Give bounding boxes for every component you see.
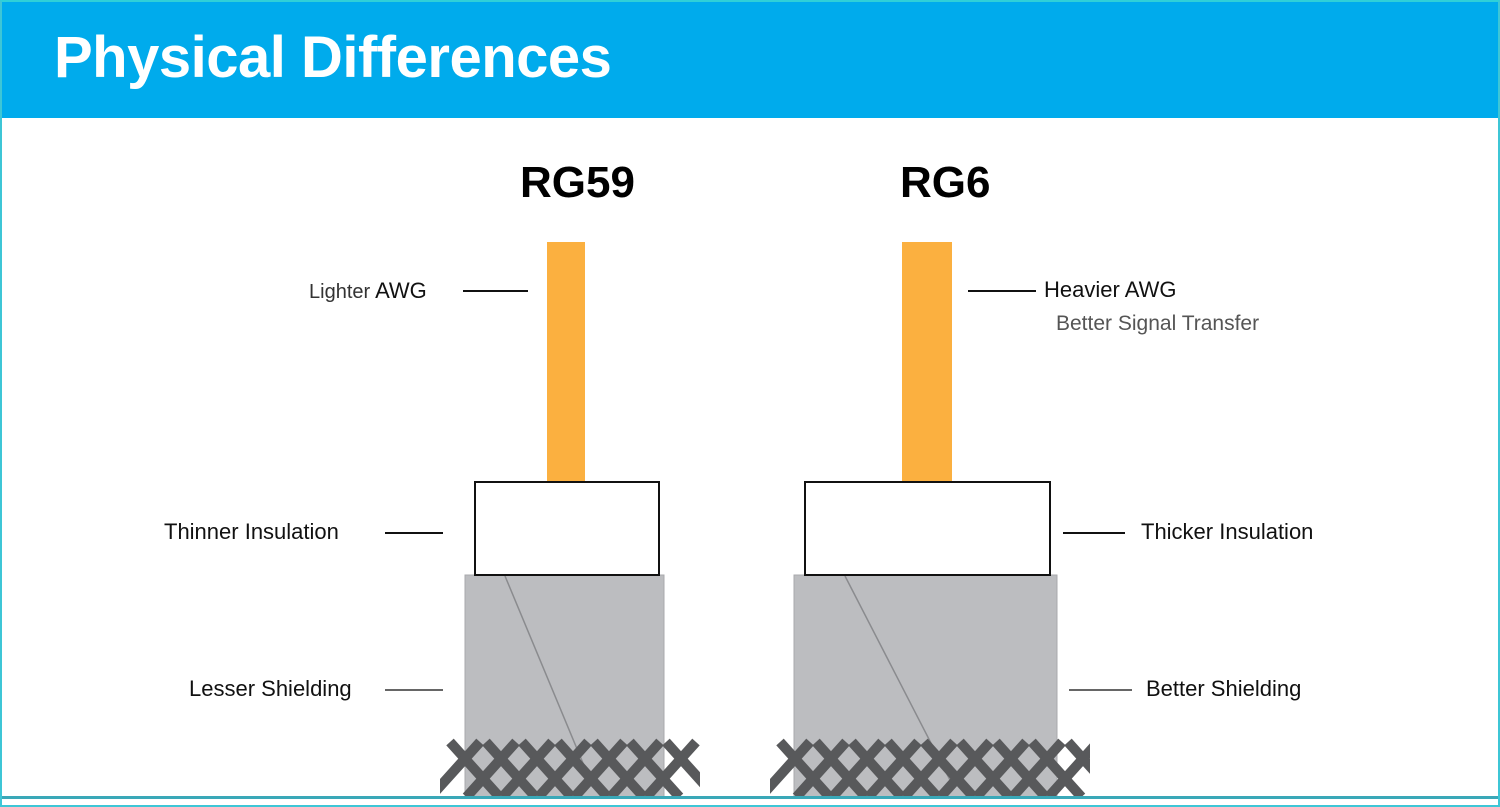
rg59-awg-prefix: Lighter <box>309 281 371 303</box>
braid-strand <box>642 738 700 797</box>
braid-strand <box>900 738 958 797</box>
rg6-awg-label: Heavier AWG <box>1044 277 1177 302</box>
braid-strand <box>498 738 556 797</box>
braid-strand <box>462 738 520 797</box>
braid-strand <box>606 738 664 797</box>
rg6-awg-leader <box>968 290 1036 292</box>
braid-strand <box>534 738 592 797</box>
rg59-awg-text: AWG <box>375 278 427 303</box>
rg59-shielding-leader <box>385 689 443 691</box>
rg6-shielding-label: Better Shielding <box>1146 676 1302 701</box>
rg6-braid <box>770 738 1090 797</box>
braid-strand <box>884 738 942 797</box>
rg6-insulation-leader <box>1063 532 1125 534</box>
braid-strand <box>848 738 906 797</box>
rg59-cable <box>440 242 700 798</box>
page-title: Physical Differences <box>54 25 612 90</box>
braid-strand <box>770 738 814 794</box>
braid-strand <box>792 738 850 797</box>
rg59-conductor <box>547 242 585 483</box>
braid-strand <box>1064 738 1090 774</box>
rg59-insulation <box>474 481 660 576</box>
rg6-awg-note: Better Signal Transfer <box>1056 312 1260 335</box>
braid-strand <box>1008 738 1066 797</box>
braid-strand <box>446 738 504 797</box>
braid-strand <box>1044 743 1090 797</box>
rg59-insulation-leader <box>385 532 443 534</box>
braid-strand <box>518 738 576 797</box>
braid-strand <box>776 738 834 797</box>
rg59-awg-label: Lighter AWG <box>309 278 427 304</box>
braid-strand <box>864 738 922 797</box>
rg59-shielding-label: Lesser Shielding <box>189 676 352 701</box>
braid-strand <box>482 738 540 797</box>
braid-strand <box>626 738 684 797</box>
braid-strand <box>936 738 994 797</box>
rg6-insulation-label: Thicker Insulation <box>1141 519 1314 544</box>
header-banner: Physical Differences <box>0 0 1500 118</box>
braid-strand <box>554 738 612 797</box>
braid-strand <box>992 738 1050 797</box>
rg6-title: RG6 <box>900 158 991 207</box>
rg6-insulation <box>804 481 1051 576</box>
braid-strand <box>440 738 484 794</box>
rg59-insulation-label: Thinner Insulation <box>164 519 339 544</box>
rg59-awg-leader <box>463 290 528 292</box>
rg59-shield-seam <box>504 575 591 781</box>
bottom-border <box>0 796 1500 799</box>
rg59-braid <box>440 738 700 797</box>
rg59-title: RG59 <box>520 158 635 207</box>
braid-strand <box>920 738 978 797</box>
braid-strand <box>662 738 700 788</box>
braid-strand <box>590 738 648 797</box>
braid-strand <box>1028 738 1086 797</box>
braid-strand <box>828 738 886 797</box>
braid-strand <box>972 738 1030 797</box>
rg6-shielding-leader <box>1069 689 1132 691</box>
braid-strand <box>956 738 1014 797</box>
braid-strand <box>570 738 628 797</box>
rg6-cable <box>770 242 1090 798</box>
rg6-conductor <box>902 242 952 483</box>
braid-strand <box>812 738 870 797</box>
